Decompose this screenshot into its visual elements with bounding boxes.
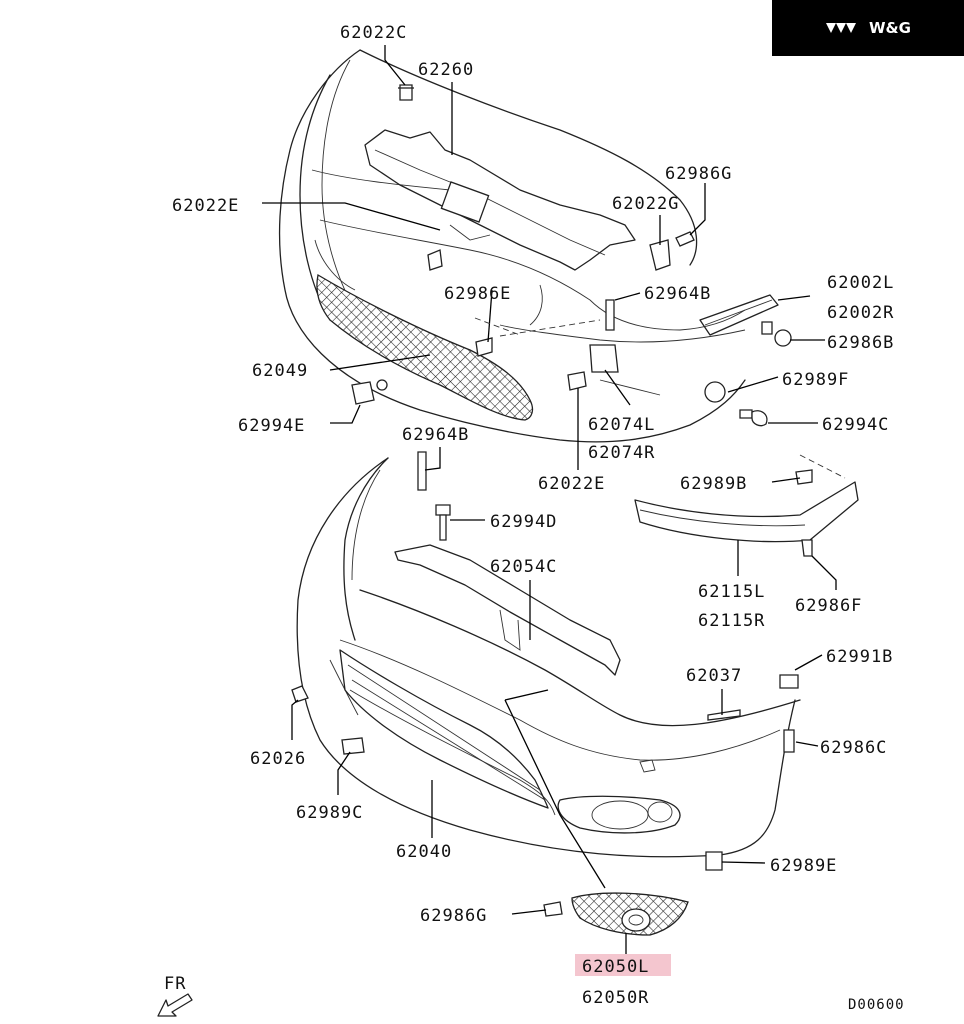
upper-grille-mesh xyxy=(316,273,534,421)
label-62986E: 62986E xyxy=(444,284,511,304)
label-62986B: 62986B xyxy=(827,333,894,353)
label-62994D: 62994D xyxy=(490,512,557,532)
dashed-links xyxy=(474,317,846,479)
side-moulding xyxy=(634,469,859,557)
brand-badge: W&G xyxy=(772,0,964,56)
label-62986G-top: 62986G xyxy=(665,164,732,184)
label-62964B-top: 62964B xyxy=(644,284,711,304)
brand-name: W&G xyxy=(869,19,911,37)
label-62050L: 62050L xyxy=(582,957,649,977)
label-62994C: 62994C xyxy=(822,415,889,435)
label-62037: 62037 xyxy=(686,666,742,686)
reinforcement-bar xyxy=(394,544,621,676)
part-labels: 62022C 62260 62986G 62022G 62022E 62002L… xyxy=(172,23,905,1013)
label-62115L: 62115L xyxy=(698,582,765,602)
highlight-62050L xyxy=(575,954,671,976)
label-62115R: 62115R xyxy=(698,611,765,631)
label-62989C: 62989C xyxy=(296,803,363,823)
label-62050R: 62050R xyxy=(582,988,649,1008)
label-62074R: 62074R xyxy=(588,443,655,463)
label-62986G-bottom: 62986G xyxy=(420,906,487,926)
fog-lamp-housing xyxy=(557,795,681,834)
label-62022C: 62022C xyxy=(340,23,407,43)
label-62074L: 62074L xyxy=(588,415,655,435)
fog-lamp-cover xyxy=(571,892,689,936)
upper-support-bar xyxy=(364,129,636,271)
label-62040: 62040 xyxy=(396,842,452,862)
lower-bumper-cover xyxy=(296,457,801,858)
front-direction-indicator: FR xyxy=(157,974,193,1017)
label-62964B-mid: 62964B xyxy=(402,425,469,445)
label-62989F: 62989F xyxy=(782,370,849,390)
upper-side-bracket xyxy=(699,294,779,336)
leader-lines xyxy=(262,45,837,955)
label-62054C: 62054C xyxy=(490,557,557,577)
label-62002R: 62002R xyxy=(827,303,894,323)
label-62986C: 62986C xyxy=(820,738,887,758)
front-label: FR xyxy=(164,974,186,994)
diagram-code: D00600 xyxy=(848,997,905,1013)
label-62022G: 62022G xyxy=(612,194,679,214)
upper-hardware xyxy=(351,84,792,427)
lower-grille-opening xyxy=(339,649,549,809)
label-62022E-left: 62022E xyxy=(172,196,239,216)
lower-hardware xyxy=(291,451,799,917)
label-62026: 62026 xyxy=(250,749,306,769)
label-62049: 62049 xyxy=(252,361,308,381)
label-62022E-mid: 62022E xyxy=(538,474,605,494)
label-62986F: 62986F xyxy=(795,596,862,616)
upper-bumper-face xyxy=(278,49,746,443)
label-62994E: 62994E xyxy=(238,416,305,436)
label-62991B: 62991B xyxy=(826,647,893,667)
label-62260: 62260 xyxy=(418,60,474,80)
chevrons-logo-icon xyxy=(826,23,857,33)
label-62989E: 62989E xyxy=(770,856,837,876)
label-62002L: 62002L xyxy=(827,273,894,293)
label-62989B: 62989B xyxy=(680,474,747,494)
front-arrow-icon xyxy=(157,993,193,1017)
